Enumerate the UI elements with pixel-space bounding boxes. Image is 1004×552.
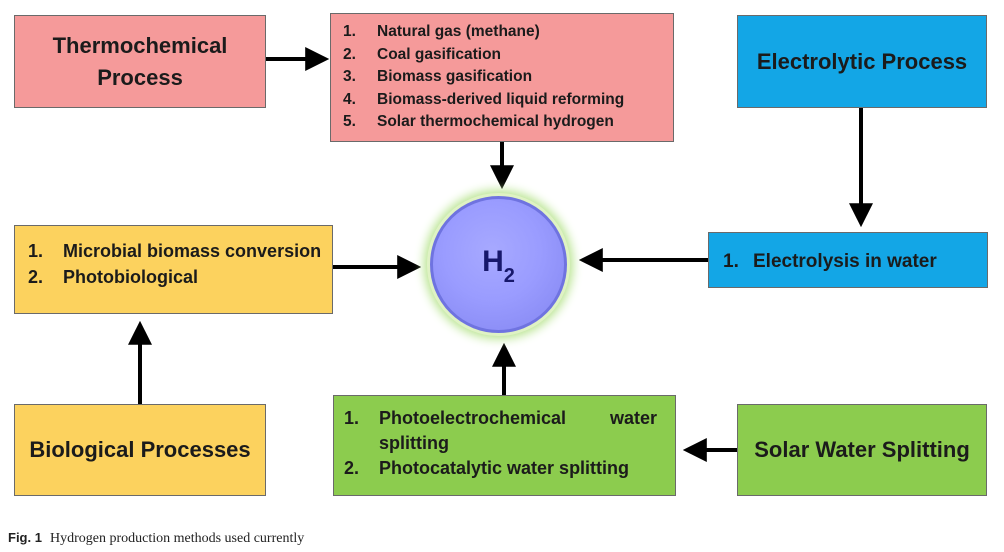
thermo-methods-box: 1.Natural gas (methane) 2.Coal gasificat… (330, 13, 674, 142)
figure-number: Fig. 1 (8, 530, 42, 545)
list-item: 2.Coal gasification (343, 45, 502, 63)
figure-caption: Fig. 1 Hydrogen production methods used c… (8, 530, 304, 547)
solar-water-splitting-title: Solar Water Splitting (754, 437, 970, 462)
biological-processes-title: Biological Processes (29, 437, 251, 462)
list-item: 1.Natural gas (methane) (343, 23, 540, 40)
list-item: 5.Solar thermochemical hydrogen (343, 113, 614, 130)
list-item: 3.Biomass gasification (343, 68, 533, 85)
thermochemical-process-title: Thermochemical Process (52, 32, 228, 90)
list-item: 2.Photocatalytic water splitting (344, 458, 630, 478)
bio-methods-box: 1.Microbial biomass conversion 2.Photobi… (14, 225, 333, 314)
thermochemical-process-box: Thermochemical Process (14, 15, 266, 108)
solar-methods-box: 1.Photoelectrochemical water splitting 2… (333, 395, 676, 496)
electrolytic-process-title: Electrolytic Process (756, 48, 968, 74)
list-item: 1.Photoelectrochemical water splitting (344, 408, 657, 453)
solar-methods-list: 1.Photoelectrochemical water splitting 2… (334, 396, 675, 481)
electrolytic-process-box: Electrolytic Process (737, 15, 987, 108)
elec-methods-list: 1.Electrolysis in water (709, 233, 987, 275)
list-item: 4.Biomass-derived liquid reforming (343, 90, 625, 108)
list-item: 1.Electrolysis in water (723, 251, 937, 272)
thermo-methods-list: 1.Natural gas (methane) 2.Coal gasificat… (331, 14, 673, 134)
biological-processes-box: Biological Processes (14, 404, 266, 496)
elec-methods-box: 1.Electrolysis in water (708, 232, 988, 288)
solar-water-splitting-box: Solar Water Splitting (737, 404, 987, 496)
hydrogen-label: H2 (482, 245, 515, 287)
list-item: 2.Photobiological (28, 267, 198, 287)
list-item: 1.Microbial biomass conversion (28, 241, 322, 261)
hydrogen-node: H2 (430, 196, 567, 333)
bio-methods-list: 1.Microbial biomass conversion 2.Photobi… (15, 226, 332, 290)
figure-caption-text: Hydrogen production methods used current… (49, 531, 305, 546)
